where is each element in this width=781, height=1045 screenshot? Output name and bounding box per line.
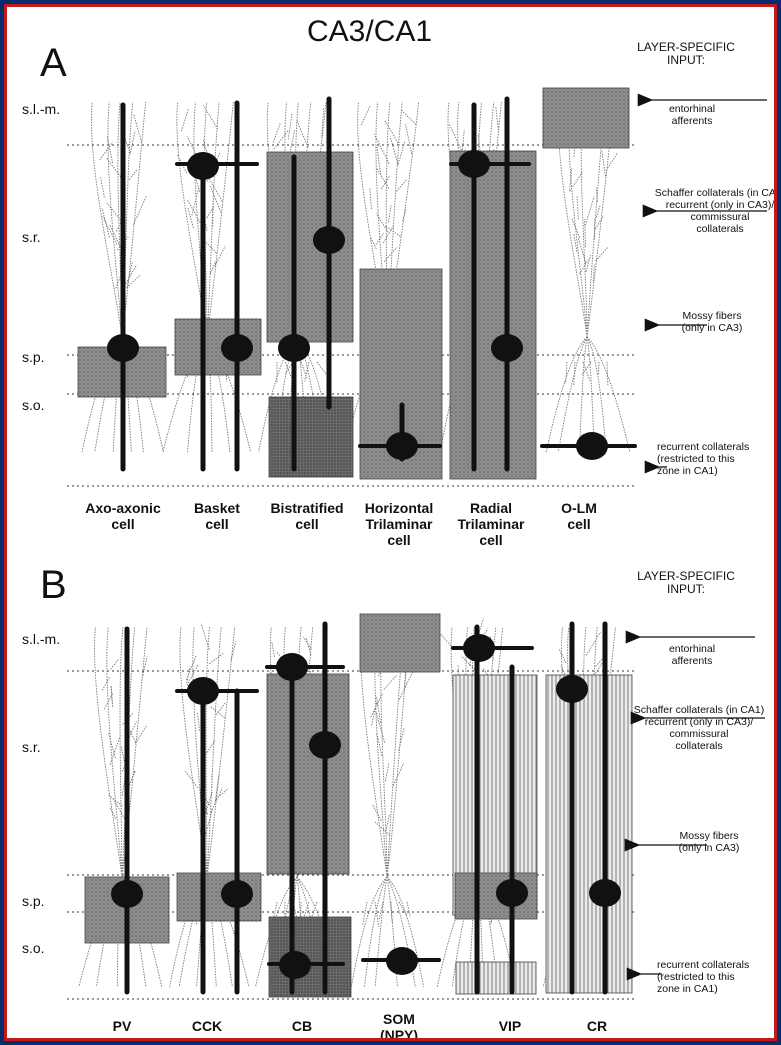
dendrite-icon <box>344 101 426 453</box>
soma-icon <box>187 677 219 705</box>
layer-label-so-b: s.o. <box>22 940 45 956</box>
soma-icon <box>111 880 143 908</box>
input-entorhinal-b: entorhinal afferents <box>668 643 716 667</box>
soma-icon <box>386 947 418 975</box>
cell-label-horizontal-trilaminar: Horizontal Trilaminar cell <box>364 500 434 548</box>
soma-icon <box>463 634 495 662</box>
input-zone-box <box>545 674 633 994</box>
soma-icon <box>107 150 621 979</box>
cell-label-cck: CCK <box>191 1018 223 1034</box>
layer-label-slm-b: s.l.-m. <box>22 631 61 647</box>
soma-icon <box>576 432 608 460</box>
input-mossy-b: Mossy fibers (only in CA3) <box>678 830 740 854</box>
cell-label-pv: PV <box>112 1018 132 1034</box>
layer-label-sp-a: s.p. <box>22 349 45 365</box>
soma-icon <box>278 334 310 362</box>
input-schaffer-a: Schaffer collaterals (in CA1) recurrent … <box>654 187 776 235</box>
layer-label-sr-b: s.r. <box>22 739 41 755</box>
figure-title: CA3/CA1 <box>307 15 433 48</box>
input-zone-box <box>449 150 537 480</box>
soma-icon <box>309 731 341 759</box>
soma-icon <box>491 334 523 362</box>
soma-icon <box>458 150 490 178</box>
input-zone-box <box>455 961 537 995</box>
figure-frame: CA3/CA1 A B s.l.-m. s.r. s.p. s.o. s.l.-… <box>4 4 777 1041</box>
cell-label-vip: VIP <box>498 1018 522 1034</box>
cell-label-olm: O-LM cell <box>561 500 597 532</box>
cell-label-cr: CR <box>586 1018 608 1034</box>
input-entorhinal-a: entorhinal afferents <box>668 103 716 127</box>
soma-icon <box>276 653 308 681</box>
soma-icon <box>221 880 253 908</box>
soma-icon <box>313 226 345 254</box>
cell-label-cb: CB <box>291 1018 313 1034</box>
soma-icon <box>589 879 621 907</box>
panel-a-label: A <box>40 41 67 85</box>
layer-label-slm-a: s.l.-m. <box>22 101 61 117</box>
figure-canvas <box>67 87 767 1000</box>
input-zone-box <box>542 87 630 149</box>
soma-icon <box>187 152 219 180</box>
input-arrow-icon <box>624 93 767 981</box>
input-zone-box <box>268 396 354 478</box>
cell-label-basket: Basket cell <box>194 500 240 532</box>
dendrite-icon <box>545 101 631 453</box>
input-mossy-a: Mossy fibers (only in CA3) <box>681 310 743 334</box>
input-header-b: LAYER-SPECIFIC INPUT: <box>637 569 735 596</box>
layer-label-so-a: s.o. <box>22 397 45 413</box>
input-schaffer-b: Schaffer collaterals (in CA1) recurrent … <box>633 704 765 752</box>
soma-icon <box>556 675 588 703</box>
dendrite-icon <box>350 626 425 988</box>
input-recurrent-a: recurrent collaterals (restricted to thi… <box>657 441 750 477</box>
soma-icon <box>221 334 253 362</box>
input-recurrent-b: recurrent collaterals (restricted to thi… <box>657 959 750 995</box>
cell-label-radial-trilaminar: Radial Trilaminar cell <box>457 500 525 548</box>
cell-label-som: SOM (NPY) <box>379 1011 419 1041</box>
soma-icon <box>386 432 418 460</box>
cell-label-bistratified: Bistratified cell <box>270 500 344 532</box>
layer-label-sp-b: s.p. <box>22 893 45 909</box>
panel-b-label: B <box>40 563 67 607</box>
soma-icon <box>107 334 139 362</box>
cell-label-axo-axonic: Axo-axonic cell <box>85 500 161 532</box>
input-zone-box <box>268 916 352 998</box>
soma-icon <box>496 879 528 907</box>
input-zone-box <box>266 673 350 875</box>
layer-label-sr-a: s.r. <box>22 229 41 245</box>
input-zone-box <box>359 613 441 673</box>
soma-icon <box>279 951 311 979</box>
input-header-a: LAYER-SPECIFIC INPUT: <box>637 40 735 67</box>
axon-lines <box>120 96 637 995</box>
